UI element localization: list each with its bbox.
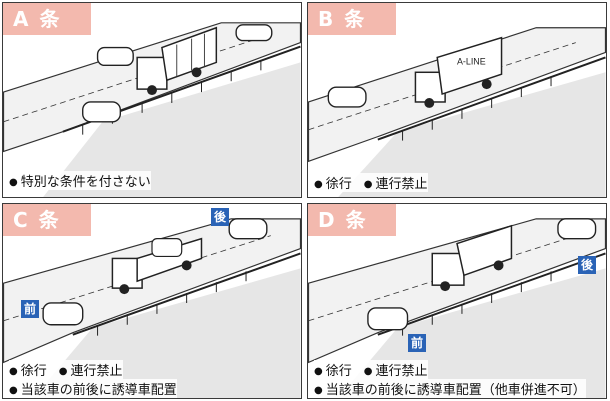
panel-a: A 条 件 (2, 2, 302, 198)
panel-d-title: D 条 件 (308, 204, 396, 264)
caption-c-1: ●徐行●連行禁止 (9, 360, 123, 379)
container-truck-icon: A-LINE (414, 36, 503, 108)
caption-b: ●徐行●連行禁止 (314, 173, 428, 192)
caption-c-2: ●当該車の前後に誘導車配置 (9, 379, 177, 398)
caption-d-1: ●徐行●連行禁止 (314, 360, 428, 379)
large-truck-icon (431, 224, 513, 292)
panel-d: D 条 件 後 前 ●徐行●連行禁止 ●当該車の前後に誘導車配置 (307, 203, 607, 399)
front-escort-label: 前 (21, 300, 39, 318)
caption-d-2: ●当該車の前後に誘導車配置（他車併進不可） (314, 379, 586, 398)
back-escort-label: 後 (578, 256, 596, 274)
panel-b: B 条 件 A-LINE ●徐行●連行禁止 (307, 2, 607, 198)
truck-icon (136, 26, 218, 96)
panel-a-title: A 条 件 (3, 3, 91, 63)
bridge-scene-a (3, 3, 301, 197)
front-escort-label: 前 (408, 334, 426, 352)
bridge-scene-b: A-LINE (308, 27, 606, 197)
caption-a-1: ●特別な条件を付さない (9, 171, 151, 190)
heavy-carrier-icon (111, 237, 203, 295)
truck-logo: A-LINE (457, 56, 486, 66)
back-escort-label: 後 (211, 208, 229, 226)
panel-c-title: C 条 件 (3, 204, 91, 264)
panel-b-title: B 条 件 (308, 3, 396, 63)
panel-c: C 条 件 後 前 ●徐行●連行禁止 ●当該車 (2, 203, 302, 399)
